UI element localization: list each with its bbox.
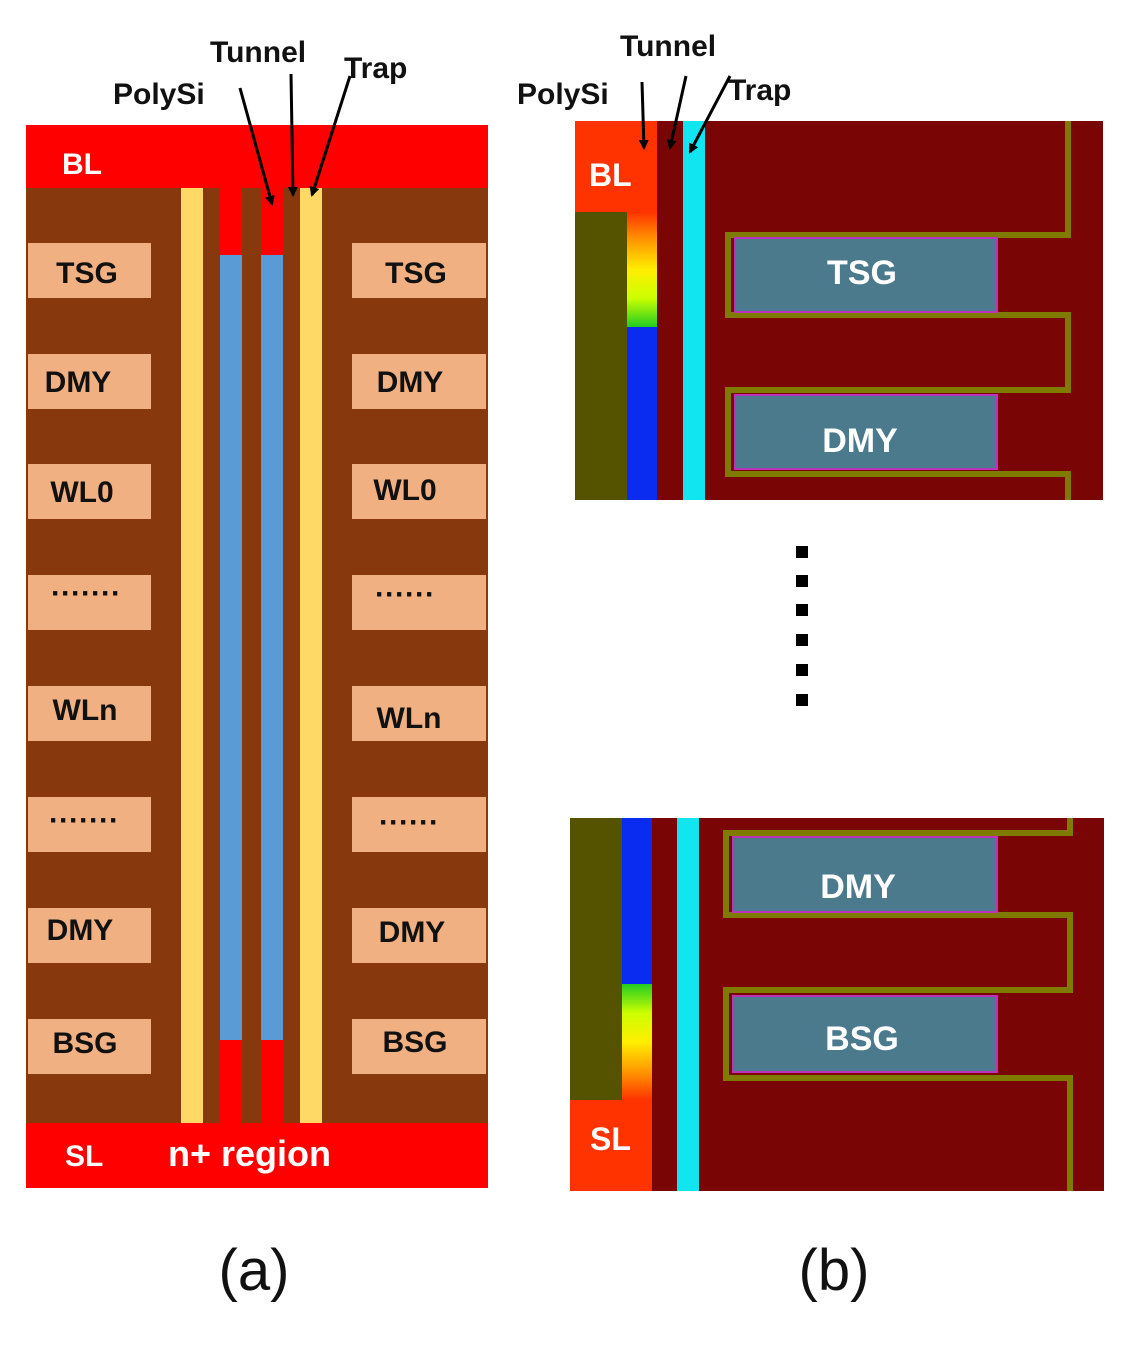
gate-block <box>352 797 486 852</box>
gate-label-right: BSG <box>382 1026 447 1059</box>
gate-label-left: WLn <box>53 694 118 727</box>
tunnel-callout: Tunnel <box>620 30 716 63</box>
sim-polysi-core <box>575 212 627 500</box>
polysi-arrow <box>638 81 649 150</box>
sim-gate-block <box>732 995 998 1073</box>
trap-callout: Trap <box>728 74 791 107</box>
ellipsis-dot <box>796 575 808 587</box>
gate-block <box>352 243 486 298</box>
sim-trap-layer <box>677 818 699 1191</box>
gate-label-right: ······ <box>375 578 435 611</box>
trap-arrow <box>688 75 732 154</box>
gate-block <box>28 464 151 519</box>
gate-block <box>28 575 151 630</box>
sim-polysi-core <box>570 818 622 1100</box>
ellipsis-dot <box>796 694 808 706</box>
sim-bl-label: BL <box>589 157 632 193</box>
gate-stack-right <box>352 243 486 1074</box>
ellipsis-dot <box>796 664 808 676</box>
tunnel-arrow <box>666 75 688 150</box>
gate-block <box>352 1019 486 1074</box>
sim-gate-block <box>732 836 998 913</box>
polysi-callout: PolySi <box>113 78 205 111</box>
sim-gate-outline <box>723 818 1073 1191</box>
gate-label-left: DMY <box>45 366 112 399</box>
polysi-arrow <box>238 87 275 206</box>
panel-a-caption: (a) <box>219 1238 290 1303</box>
trap-layer-left <box>181 188 203 1123</box>
gate-block <box>352 575 486 630</box>
sim-gate-block <box>734 394 998 470</box>
trap-arrow <box>309 75 352 197</box>
sim-gate-outline <box>725 121 1071 500</box>
bl-label: BL <box>62 148 102 181</box>
sim-bottom-block: DMY BSG SL <box>570 818 1104 1191</box>
gate-stack-left <box>28 243 151 1074</box>
trap-callout: Trap <box>344 52 407 85</box>
channel-region-right <box>261 255 283 1040</box>
sim-sl-label: SL <box>590 1121 631 1157</box>
panel-b: TSG DMY BL PolySi Tunnel Trap <box>517 30 1104 1303</box>
tunnel-callout: Tunnel <box>210 36 306 69</box>
gate-block <box>28 797 151 852</box>
gate-block <box>28 908 151 963</box>
tunnel-arrow <box>287 73 298 197</box>
gate-label-right: WL0 <box>373 474 436 507</box>
bl-contact-layer <box>26 125 488 188</box>
panel-b-caption: (b) <box>799 1238 870 1303</box>
gate-label-right: DMY <box>377 366 444 399</box>
sim-trap-layer <box>683 121 705 500</box>
gate-block <box>352 354 486 409</box>
sim-channel <box>622 818 652 984</box>
gate-label-left: BSG <box>52 1027 117 1060</box>
vertical-ellipsis <box>796 546 808 706</box>
sim-gate-label: BSG <box>825 1020 899 1058</box>
ellipsis-dot <box>796 604 808 616</box>
gate-block <box>28 686 151 741</box>
gate-block <box>28 243 151 298</box>
ellipsis-dot <box>796 634 808 646</box>
gate-label-left: TSG <box>56 257 118 290</box>
trap-layer-right <box>300 188 322 1123</box>
gate-label-right: DMY <box>379 916 446 949</box>
sim-gate-block <box>734 237 998 313</box>
sim-sl-contact <box>570 1100 652 1191</box>
gate-label-left: WL0 <box>50 476 113 509</box>
channel-region-left <box>220 255 242 1040</box>
gate-label-left: ······· <box>49 804 119 837</box>
sim-doping-gradient <box>622 984 652 1100</box>
gate-label-right: ······ <box>379 806 439 839</box>
panel-a: TSG DMY WL0 ······· WLn ······· DMY BSG … <box>26 36 488 1303</box>
sim-channel <box>627 327 657 500</box>
gate-label-left: ······· <box>51 577 121 610</box>
sim-doping-gradient <box>627 212 657 327</box>
ellipsis-dot <box>796 546 808 558</box>
sim-gate-label: TSG <box>827 254 897 292</box>
gate-label-right: TSG <box>385 257 447 290</box>
dielectric-body <box>26 125 488 1188</box>
polysi-callout: PolySi <box>517 78 609 111</box>
n-plus-region-label: n+ region <box>168 1133 331 1174</box>
gate-block <box>28 354 151 409</box>
sl-label: SL <box>65 1140 103 1173</box>
gate-label-right: WLn <box>377 702 442 735</box>
sim-gate-label: DMY <box>822 422 898 460</box>
gate-label-left: DMY <box>47 914 114 947</box>
gate-block <box>352 464 486 519</box>
sl-contact-layer <box>26 1123 488 1188</box>
gate-block <box>28 1019 151 1074</box>
gate-block <box>352 686 486 741</box>
sim-top-block: TSG DMY BL <box>575 121 1103 500</box>
gate-block <box>352 908 486 963</box>
sim-gate-label: DMY <box>820 868 896 906</box>
